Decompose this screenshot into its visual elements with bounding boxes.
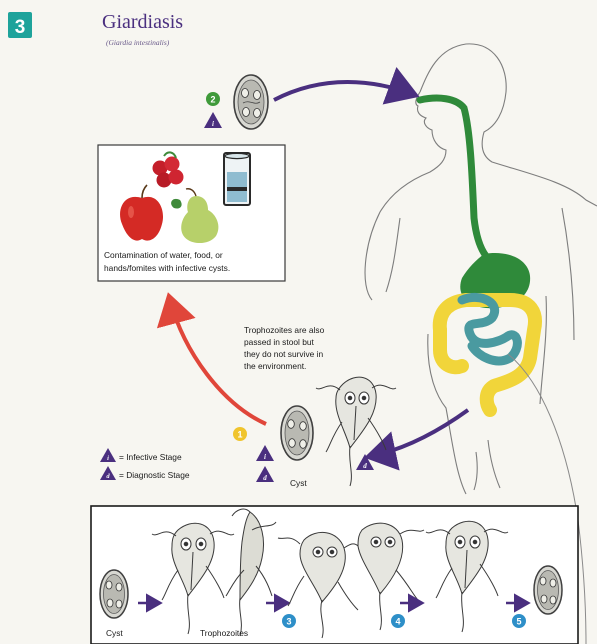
step-3-label: 3 (286, 617, 291, 627)
note-line-4: the environment. (244, 361, 306, 371)
step-2-label: 2 (210, 95, 215, 105)
note-line-1: Trophozoites are also (244, 325, 325, 335)
legend-infective-label: = Infective Stage (119, 452, 182, 462)
stool-cyst-label: Cyst (290, 478, 307, 488)
ingested-cyst (234, 75, 268, 129)
note-line-2: passed in stool but (244, 337, 315, 347)
page-subtitle: (Giardia intestinalis) (106, 38, 170, 47)
figure-number: 3 (15, 17, 26, 38)
step-1-label: 1 (237, 430, 242, 440)
trophozoite-note: Trophozoites are also passed in stool bu… (244, 325, 325, 371)
panel-cyst-left-label: Cyst (106, 628, 123, 638)
infective-stage-marker: i (204, 112, 222, 128)
contamination-text-line-1: Contamination of water, food, or (104, 250, 223, 260)
step-5-label: 5 (516, 617, 521, 627)
panel-trophozoites-label: Trophozoites (200, 628, 248, 638)
esophagus (420, 98, 486, 256)
legend-diagnostic-label: = Diagnostic Stage (119, 470, 190, 480)
stool-cyst (281, 406, 313, 460)
note-line-3: they do not survive in (244, 349, 323, 359)
intestinal-stages-panel: Cyst Trophozoites 3 (91, 506, 578, 644)
contamination-text-line-2: hands/fomites with infective cysts. (104, 263, 230, 273)
ingestion-arrow (274, 82, 412, 100)
stool-infective-marker: i (256, 445, 274, 461)
svg-text:d: d (363, 462, 367, 470)
panel-cyst-right (534, 566, 562, 614)
page-title: Giardiasis (102, 11, 183, 33)
svg-text:i: i (264, 453, 266, 461)
svg-text:i: i (107, 455, 109, 462)
figure-number-badge: 3 (8, 12, 32, 38)
stage-legend: i = Infective Stage d = Diagnostic Stage (100, 448, 190, 480)
stool-diagnostic-marker-right: d (356, 454, 374, 470)
water-glass-icon (224, 153, 250, 205)
stool-trophozoite (316, 377, 396, 486)
contamination-panel: Contamination of water, food, or hands/f… (98, 145, 285, 281)
stool-diagnostic-marker-left: d (256, 466, 274, 482)
svg-text:i: i (212, 120, 214, 128)
panel-cyst-left (100, 570, 128, 618)
step-4-label: 4 (395, 617, 400, 627)
svg-text:d: d (263, 474, 267, 482)
